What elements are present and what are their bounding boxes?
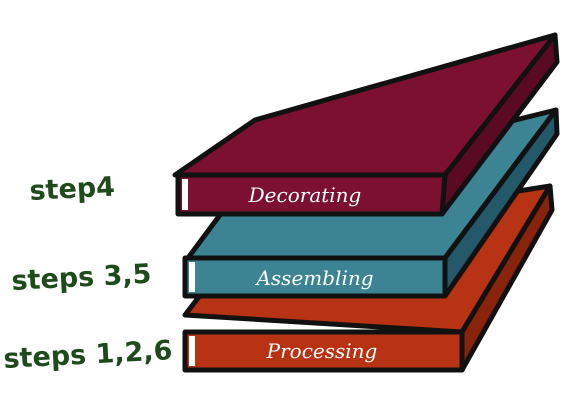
decorating-front-face (175, 172, 448, 217)
assembling-steps-label: steps 3,5 (11, 259, 152, 297)
assembling-label: Assembling (254, 266, 373, 290)
assembling-spine-highlight (189, 262, 195, 292)
processing-spine-highlight (189, 336, 195, 366)
assembling-front-face (182, 255, 448, 299)
decorating-label: Decorating (248, 183, 362, 207)
decorating-spine-highlight (182, 179, 188, 210)
processing-steps-label: steps 1,2,6 (3, 335, 173, 375)
processing-label: Processing (266, 339, 378, 363)
processing-front-face (182, 329, 465, 373)
decorating-steps-label: step4 (29, 172, 116, 207)
layer-decorating: Decorating (172, 32, 560, 217)
